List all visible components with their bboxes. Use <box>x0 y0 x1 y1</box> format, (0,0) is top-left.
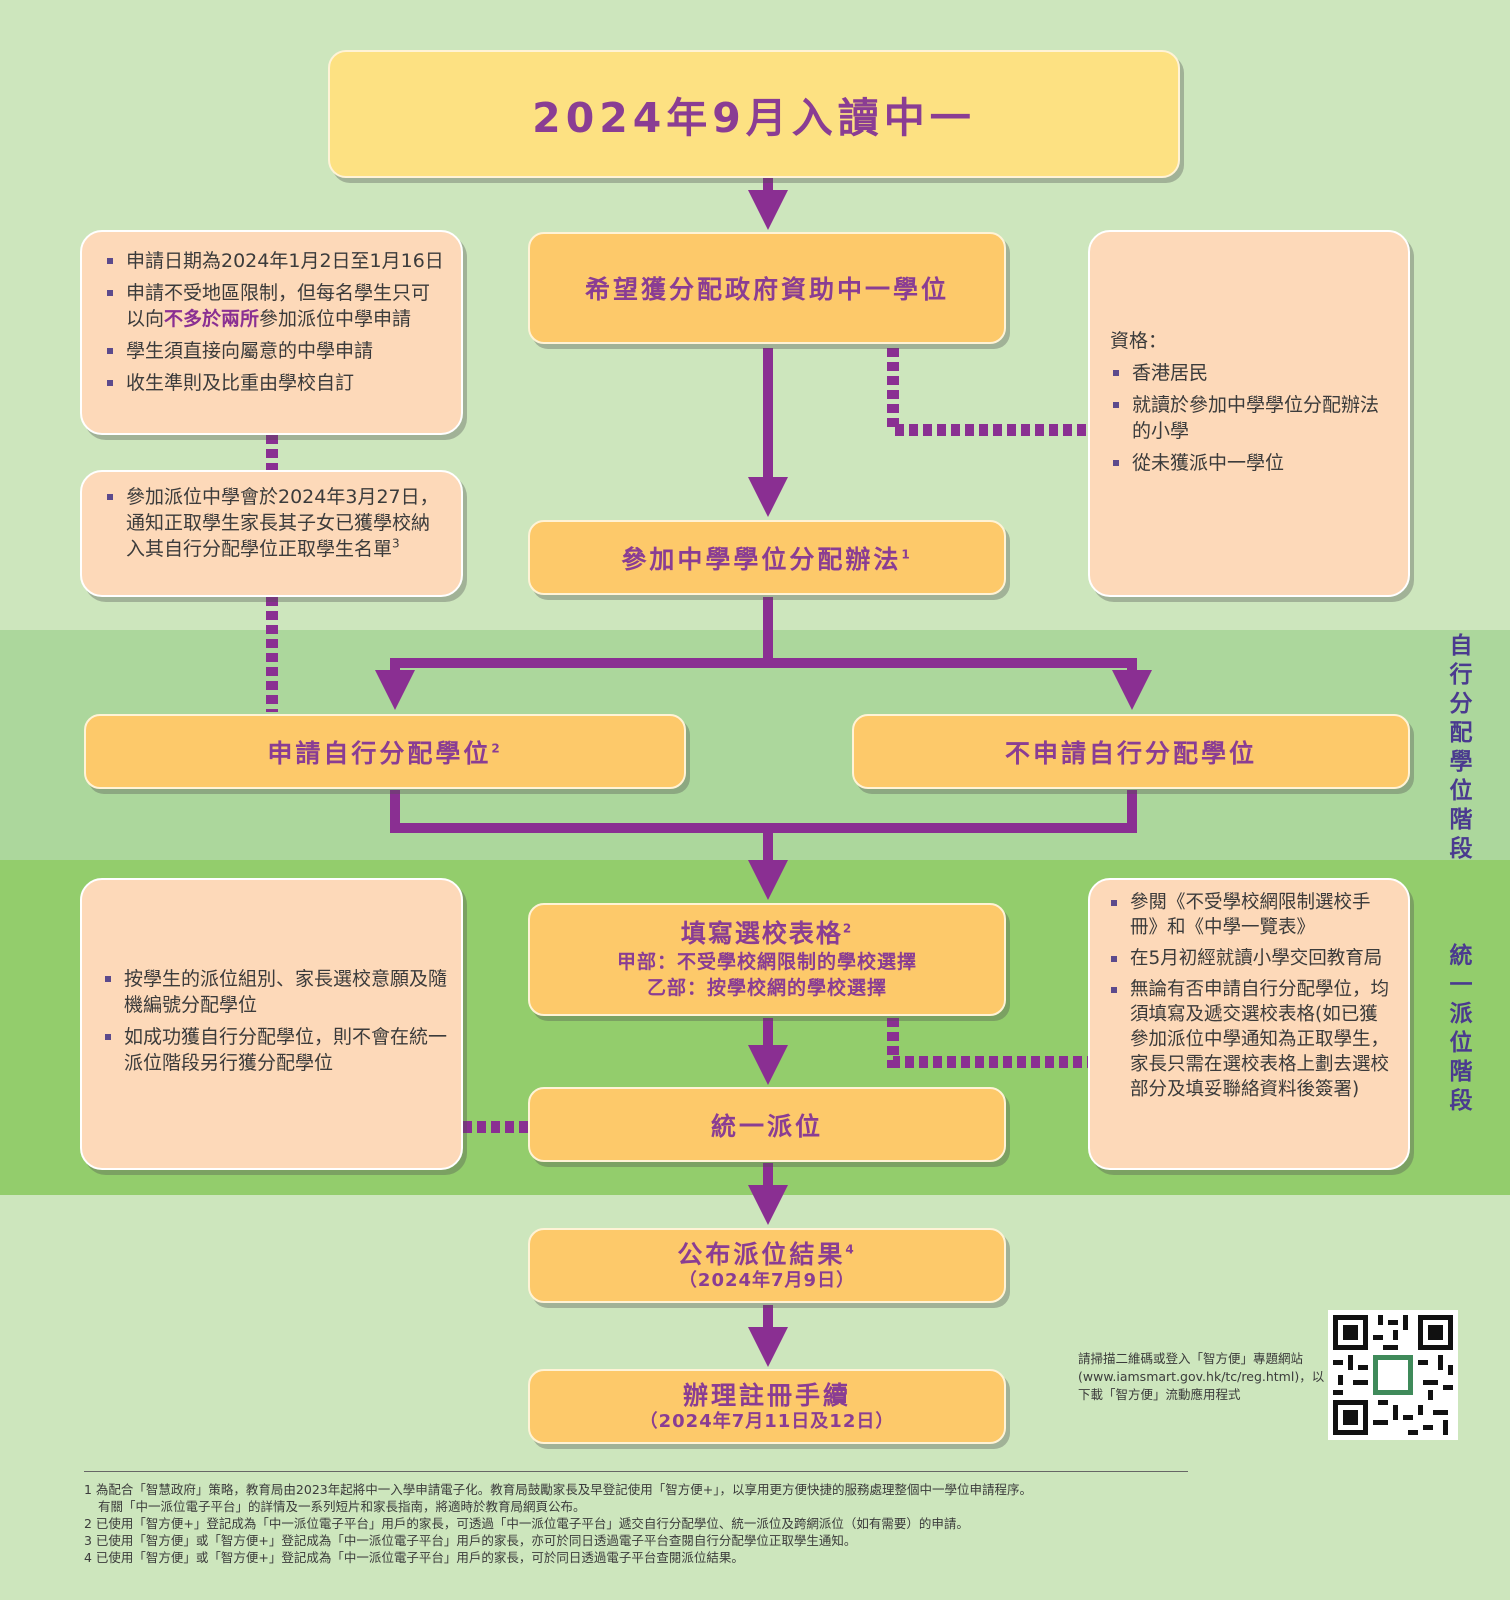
central-allocation-box: 統一派位 <box>528 1087 1006 1162</box>
note-item: 申請日期為2024年1月2日至1月16日 <box>104 248 445 274</box>
choice-part-a: 甲部：不受學校網限制的學校選擇 <box>616 950 917 973</box>
result-box: 公布派位結果4 （2024年7月9日） <box>528 1228 1006 1303</box>
arrow-step2-split <box>375 597 773 710</box>
registration-box: 辦理註冊手續 （2024年7月11日及12日） <box>528 1369 1006 1444</box>
choice-part-b: 乙部：按學校網的學校選擇 <box>646 976 887 999</box>
footnote-ref: 4 <box>845 1242 857 1257</box>
result-label: 公布派位結果 <box>677 1239 846 1269</box>
note-item: 如成功獲自行分配學位，則不會在統一派位階段另行獲分配學位 <box>102 1024 447 1076</box>
note-item: 收生準則及比重由學校自訂 <box>104 370 445 396</box>
qr-instruction-text: 請掃描二維碼或登入「智方便」專題網站(www.iamsmart.gov.hk/t… <box>1078 1351 1325 1402</box>
footnote-item: 1 為配合「智慧政府」策略，教育局由2023年起將中一入學申請電子化。教育局鼓勵… <box>84 1482 1032 1497</box>
stage-label-central: 統一派位階段 <box>1449 943 1473 1114</box>
step-apply-government-place-label: 希望獲分配政府資助中一學位 <box>584 275 949 304</box>
qr-code[interactable] <box>1328 1310 1458 1440</box>
apply-discretionary-label: 申請自行分配學位 <box>267 738 492 768</box>
eligibility-note: 資格： 香港居民 就讀於參加中學學位分配辦法的小學 從未獲派中一學位 <box>1088 230 1410 597</box>
not-apply-discretionary-places: 不申請自行分配學位 <box>852 714 1410 789</box>
highlight-text: 不多於兩所 <box>164 308 260 330</box>
note-item: 申請不受地區限制，但每名學生只可以向不多於兩所參加派位中學申請 <box>104 280 445 332</box>
note-item: 參閱《不受學校網限制選校手冊》和《中學一覽表》 <box>1108 890 1396 940</box>
note-item: 從未獲派中一學位 <box>1110 450 1392 476</box>
qr-code-graphic <box>1328 1310 1458 1440</box>
arrow-step2-split-right <box>768 658 1152 710</box>
footnote-ref: 3 <box>392 536 400 551</box>
footnote-item: 有關「中一派位電子平台」的詳情及一系列短片和家長指南，將適時於教育局網頁公布。 <box>98 1499 586 1514</box>
arrow-merge <box>390 790 1137 833</box>
footnote-ref: 2 <box>491 741 503 756</box>
result-date: （2024年7月9日） <box>678 1269 856 1291</box>
registration-date: （2024年7月11日及12日） <box>639 1410 895 1432</box>
dotted-form-info <box>887 1018 1088 1068</box>
footnote-divider <box>84 1471 1188 1472</box>
stage-label-discretionary: 自行分配學位階段 <box>1449 633 1473 862</box>
footnote-item: 4 已使用「智方便」或「智方便+」登記成為「中一派位電子平台」用戶的家長，可於同… <box>84 1550 744 1565</box>
notification-note: 參加派位中學會於2024年3月27日，通知正取學生家長其子女已獲學校納入其自行分… <box>80 470 463 597</box>
note-item: 學生須直接向屬意的中學申請 <box>104 338 445 364</box>
title-box: 2024年9月入讀中一 <box>328 50 1180 178</box>
footnote-ref: 2 <box>842 921 854 936</box>
note-item: 香港居民 <box>1110 360 1392 386</box>
step-join-allocation-label: 參加中學學位分配辦法 <box>621 544 902 574</box>
note-item: 無論有否申請自行分配學位，均須填寫及遞交選校表格(如已獲參加派位中學通知為正取學… <box>1108 977 1396 1102</box>
note-item: 參加派位中學會於2024年3月27日，通知正取學生家長其子女已獲學校納入其自行分… <box>104 484 445 562</box>
note-item: 在5月初經就讀小學交回教育局 <box>1108 946 1396 971</box>
footnote-ref: 1 <box>901 547 913 562</box>
application-info-note: 申請日期為2024年1月2日至1月16日 申請不受地區限制，但每名學生只可以向不… <box>80 230 463 435</box>
apply-discretionary-places: 申請自行分配學位2 <box>84 714 686 789</box>
choice-form-info-note: 參閱《不受學校網限制選校手冊》和《中學一覽表》 在5月初經就讀小學交回教育局 無… <box>1088 878 1410 1170</box>
footnotes: 1 為配合「智慧政府」策略，教育局由2023年起將中一入學申請電子化。教育局鼓勵… <box>84 1481 1224 1566</box>
allocation-method-note: 按學生的派位組別、家長選校意願及隨機編號分配學位 如成功獲自行分配學位，則不會在… <box>80 878 463 1170</box>
not-apply-discretionary-label: 不申請自行分配學位 <box>1004 738 1257 768</box>
footnote-item: 3 已使用「智方便」或「智方便+」登記成為「中一派位電子平台」用戶的家長，亦可於… <box>84 1533 857 1548</box>
choice-form-label: 填寫選校表格 <box>680 918 843 948</box>
note-item: 就讀於參加中學學位分配辦法的小學 <box>1110 392 1392 444</box>
dotted-eligibility <box>887 348 1088 436</box>
note-item: 按學生的派位組別、家長選校意願及隨機編號分配學位 <box>102 966 447 1018</box>
choice-form-box: 填寫選校表格2 甲部：不受學校網限制的學校選擇 乙部：按學校網的學校選擇 <box>528 903 1006 1016</box>
step-apply-government-place: 希望獲分配政府資助中一學位 <box>528 232 1006 344</box>
central-allocation-label: 統一派位 <box>710 1111 823 1141</box>
footnote-item: 2 已使用「智方便+」登記成為「中一派位電子平台」用戶的家長，可透過「中一派位電… <box>84 1516 969 1531</box>
registration-label: 辦理註冊手續 <box>682 1380 851 1410</box>
title-text: 2024年9月入讀中一 <box>532 94 976 142</box>
eligibility-title: 資格： <box>1110 330 1168 352</box>
step-join-allocation-system: 參加中學學位分配辦法1 <box>528 520 1006 595</box>
